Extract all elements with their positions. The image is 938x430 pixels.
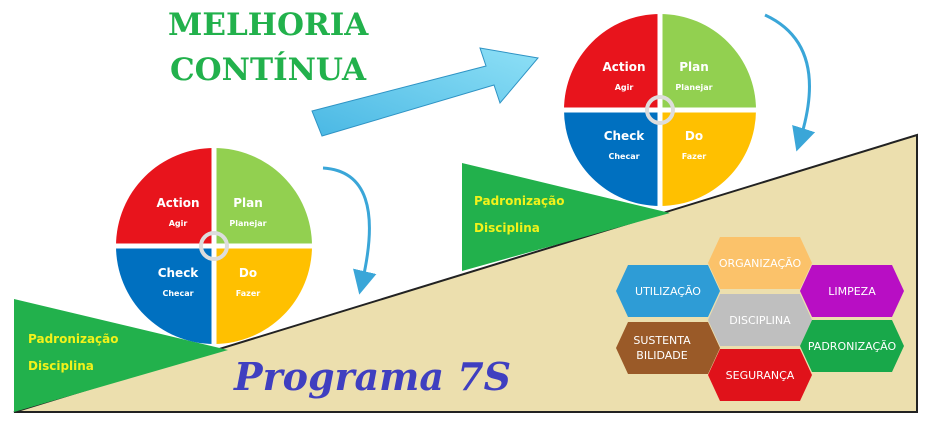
pdca-right-action-label: Action [602, 60, 645, 74]
pdca-left-action-label: Action [156, 196, 199, 210]
hex-disciplina [708, 294, 812, 346]
hex-sustentabilidade-label-1: SUSTENTA [633, 334, 691, 347]
cycle-icon [645, 95, 675, 125]
title-line2: CONTÍNUA [170, 50, 367, 88]
pdca-right-action-sub: Agir [615, 83, 634, 92]
pdca-right-plan-label: Plan [679, 60, 709, 74]
hex-seguranca-label: SEGURANÇA [726, 369, 795, 382]
pdca-left-check-label: Check [158, 266, 200, 280]
pdca-right-check-label: Check [604, 129, 646, 143]
pdca-left-check-sub: Checar [162, 289, 193, 298]
left-ramp-line1: Padronização [28, 332, 119, 346]
progress-arrow [311, 47, 539, 137]
left-ramp-line2: Disciplina [28, 359, 94, 373]
pdca-right-check-sub: Checar [608, 152, 639, 161]
pdca-right-plan-sub: Planejar [675, 83, 712, 92]
hex-limpeza-label: LIMPEZA [828, 285, 876, 298]
hex-disciplina-label: DISCIPLINA [729, 314, 791, 327]
pdca-left-check [116, 246, 214, 344]
hex-sustentabilidade-label-2: BILIDADE [636, 349, 687, 362]
pdca-left-action [116, 148, 214, 246]
hex-seguranca [708, 349, 812, 401]
pdca-left-action-sub: Agir [169, 219, 188, 228]
cycle-icon [199, 231, 229, 261]
program-title: Programa 7S [233, 354, 511, 399]
pdca-left-do-sub: Fazer [236, 289, 260, 298]
hex-limpeza [800, 265, 904, 317]
hex-organizacao-label: ORGANIZAÇÃO [719, 257, 802, 270]
hex-utilizacao-label: UTILIZAÇÃO [635, 285, 701, 298]
right-ramp-wedge [462, 163, 670, 271]
pdca-right-do [660, 110, 756, 206]
pdca-right-do-label: Do [685, 129, 703, 143]
pdca-left-plan-sub: Planejar [229, 219, 266, 228]
right-curved-arrow [764, 13, 816, 152]
right-ramp-line1: Padronização [474, 194, 565, 208]
pdca-right-check [564, 110, 660, 206]
pdca-right-plan [660, 14, 756, 110]
pdca-circle-right: Action Agir Plan Planejar Check Checar D… [564, 14, 756, 206]
right-ramp-line2: Disciplina [474, 221, 540, 235]
seven-s-hexagons: ORGANIZAÇÃO UTILIZAÇÃO LIMPEZA DISCIPLIN… [616, 237, 904, 401]
pdca-right-action [564, 14, 660, 110]
pdca-left-do [214, 246, 312, 344]
pdca-left-plan [214, 148, 312, 246]
pdca-circle-left: Action Agir Plan Planejar Check Checar D… [116, 148, 312, 344]
hex-padronizacao-label: PADRONIZAÇÃO [808, 340, 897, 353]
hex-padronizacao [800, 320, 904, 372]
hex-utilizacao [616, 265, 720, 317]
pdca-left-plan-label: Plan [233, 196, 263, 210]
left-curved-arrow [322, 166, 377, 295]
left-ramp-wedge [14, 299, 228, 412]
title-line1: MELHORIA [168, 7, 369, 43]
pdca-right-do-sub: Fazer [682, 152, 706, 161]
hex-organizacao [708, 237, 812, 289]
hex-sustentabilidade [616, 322, 720, 374]
pdca-left-do-label: Do [239, 266, 257, 280]
